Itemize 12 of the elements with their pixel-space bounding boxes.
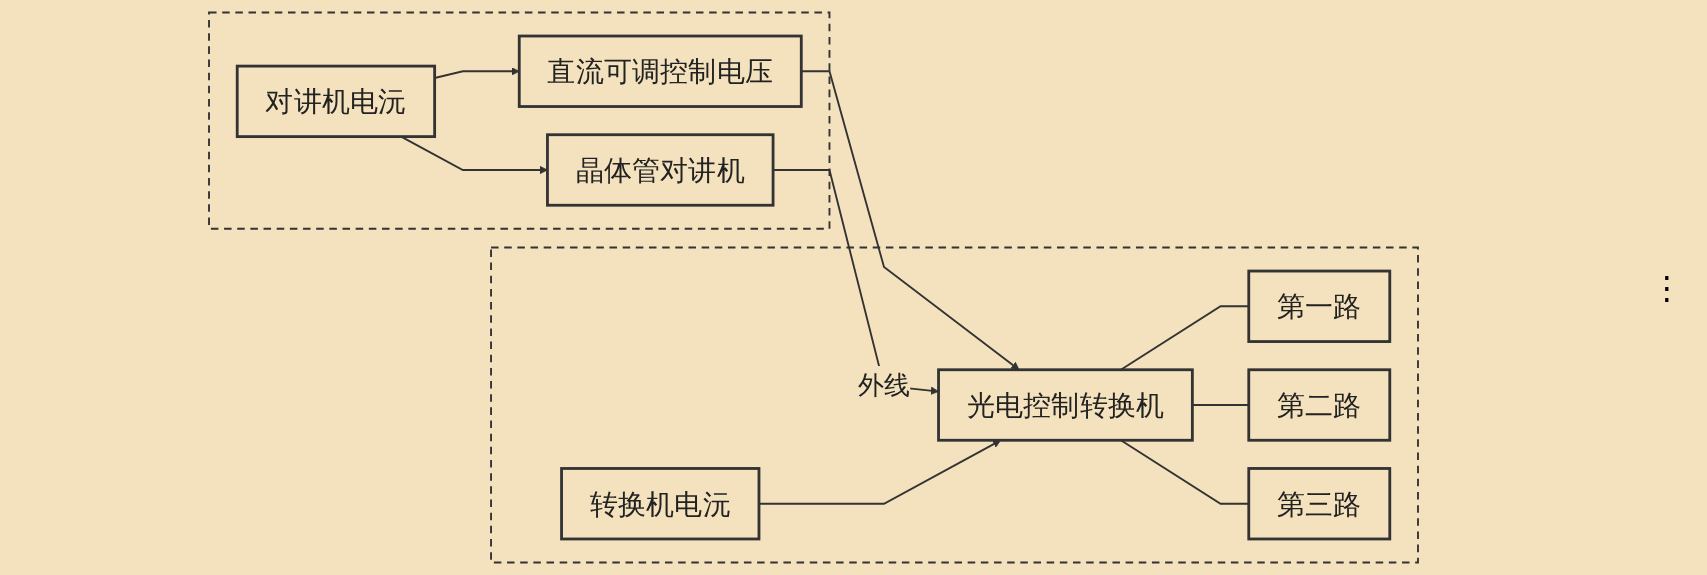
node-box: 第一路: [1247, 269, 1392, 343]
node-box: 第二路: [1247, 368, 1392, 442]
node-box: 第三路: [1247, 467, 1392, 541]
node-box: 晶体管对讲机: [546, 133, 775, 207]
cluster: [208, 11, 831, 230]
note-text: ⋮: [1650, 268, 1684, 307]
edge-label: 外线: [857, 369, 911, 401]
node-box: 转换机电沅: [560, 467, 761, 541]
node-box: 对讲机电沅: [235, 64, 437, 138]
node-box: 直流可调控制电压: [517, 34, 803, 108]
cluster: [490, 246, 1419, 564]
node-box: 光电控制转换机: [937, 368, 1194, 442]
